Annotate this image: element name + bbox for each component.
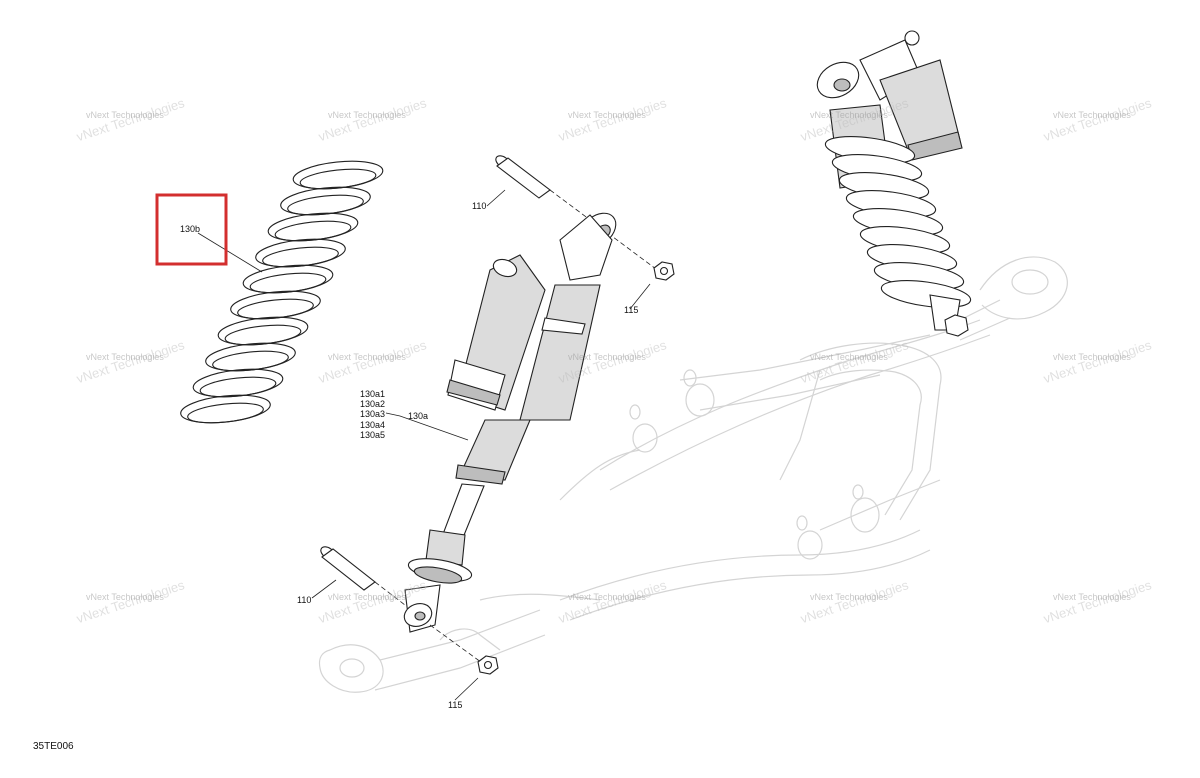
callout-shock[interactable]: 130a bbox=[408, 411, 428, 421]
callout-shock-variant-4[interactable]: 130a4 bbox=[360, 420, 385, 430]
watermark-small: vNext Technologies bbox=[568, 110, 646, 120]
coil-spring bbox=[180, 160, 384, 424]
spring-coil-inner bbox=[224, 324, 302, 346]
top-nut bbox=[653, 261, 675, 281]
spring-coil-inner bbox=[249, 272, 327, 294]
spring-coil-inner bbox=[262, 246, 339, 268]
spring-coil-inner bbox=[237, 298, 314, 320]
bottom-nut bbox=[477, 655, 499, 675]
leader-lines bbox=[197, 189, 651, 701]
watermark-small: vNext Technologies bbox=[568, 352, 646, 362]
watermark-small: vNext Technologies bbox=[328, 110, 406, 120]
watermark-small: vNext Technologies bbox=[328, 592, 406, 602]
callout-shock-variant-3[interactable]: 130a3 bbox=[360, 409, 385, 419]
assembled-shock bbox=[816, 30, 972, 337]
watermark-small: vNext Technologies bbox=[86, 592, 164, 602]
watermark-small: vNext Technologies bbox=[810, 110, 888, 120]
watermark-small: vNext Technologies bbox=[1053, 352, 1131, 362]
watermark-small: vNext Technologies bbox=[810, 352, 888, 362]
callout-shock-variant-5[interactable]: 130a5 bbox=[360, 430, 385, 440]
watermark-small: vNext Technologies bbox=[86, 352, 164, 362]
figure-code: 35TE006 bbox=[33, 741, 74, 752]
ghost-frame bbox=[318, 256, 1068, 693]
watermark-small: vNext Technologies bbox=[810, 592, 888, 602]
watermark-small: vNext Technologies bbox=[1053, 592, 1131, 602]
callout-shock-variant-1[interactable]: 130a1 bbox=[360, 389, 385, 399]
spring-coil-inner bbox=[274, 220, 352, 242]
callout-shock-variant-2[interactable]: 130a2 bbox=[360, 399, 385, 409]
callout-bolt-bottom[interactable]: 110 bbox=[297, 595, 311, 605]
callout-nut-bottom[interactable]: 115 bbox=[448, 700, 462, 710]
highlight-box bbox=[155, 193, 228, 266]
watermark-layer: vNext Technologies vNext Technologies vNex… bbox=[75, 95, 1154, 626]
watermark-small: vNext Technologies bbox=[568, 592, 646, 602]
callout-spring[interactable]: 130b bbox=[180, 224, 200, 234]
callout-bolt-top[interactable]: 110 bbox=[472, 201, 486, 211]
shock-absorber bbox=[403, 212, 617, 633]
spring-coil-inner bbox=[187, 402, 264, 424]
watermark-small: vNext Technologies bbox=[1053, 110, 1131, 120]
watermark-small: vNext Technologies bbox=[328, 352, 406, 362]
bottom-bolt bbox=[320, 546, 486, 666]
watermark-small: vNext Technologies bbox=[86, 110, 164, 120]
spring-coil-inner bbox=[212, 350, 289, 372]
callout-labels: 130b 110 115 130a1 130a2 130a3 130a4 130… bbox=[180, 201, 638, 710]
spring-coil-inner bbox=[199, 376, 277, 398]
spring-coil-inner bbox=[287, 194, 364, 216]
callout-nut-top[interactable]: 115 bbox=[624, 305, 638, 315]
spring-coil-inner bbox=[299, 168, 377, 190]
